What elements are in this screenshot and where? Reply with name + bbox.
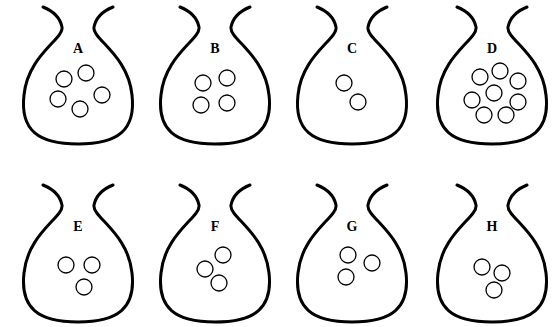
panel-letter: D xyxy=(432,41,552,57)
flask-line xyxy=(437,7,546,144)
terminal-flask: A xyxy=(18,5,138,147)
flask-line xyxy=(437,185,546,322)
flask-line xyxy=(23,185,132,322)
flask-line xyxy=(297,7,406,144)
panel-letter: E xyxy=(18,219,138,235)
flask-outline xyxy=(432,5,552,147)
flask-outline xyxy=(18,183,138,325)
vesicles xyxy=(58,257,100,295)
terminal-flask: G xyxy=(292,183,412,325)
terminal-flask: E xyxy=(18,183,138,325)
panel-letter: B xyxy=(155,41,275,57)
flask-outline xyxy=(155,5,275,147)
vesicles xyxy=(474,259,510,298)
flask-line xyxy=(23,7,132,144)
flask-line xyxy=(160,185,269,322)
vesicles xyxy=(338,247,380,285)
flask-outline xyxy=(432,183,552,325)
panel-letter: F xyxy=(155,219,275,235)
panel-letter: C xyxy=(292,41,412,57)
vesicles xyxy=(336,75,366,110)
vesicles xyxy=(193,70,235,113)
panel-letter: H xyxy=(432,219,552,235)
panel-letter: G xyxy=(292,219,412,235)
flask-outline xyxy=(292,5,412,147)
terminal-flask: C xyxy=(292,5,412,147)
vesicles xyxy=(50,65,110,117)
flask-outline xyxy=(18,5,138,147)
panel-letter: A xyxy=(18,41,138,57)
terminal-flask: B xyxy=(155,5,275,147)
terminal-flask: H xyxy=(432,183,552,325)
flask-line xyxy=(160,7,269,144)
terminal-flask: D xyxy=(432,5,552,147)
flask-outline xyxy=(292,183,412,325)
vesicles xyxy=(197,247,231,291)
flask-outline xyxy=(155,183,275,325)
flask-line xyxy=(297,185,406,322)
vesicles xyxy=(464,63,526,123)
terminal-flask: F xyxy=(155,183,275,325)
